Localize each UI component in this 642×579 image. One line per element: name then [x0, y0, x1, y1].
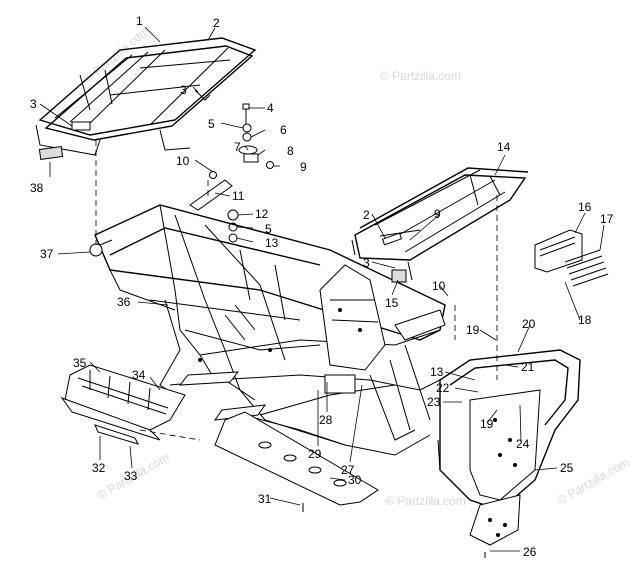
callout-15: 15 [385, 296, 399, 310]
callout-21: 21 [521, 360, 535, 374]
callout-12: 12 [255, 207, 269, 221]
watermark-bottom-center: © Partzilla.com [385, 494, 466, 508]
callout-2b: 2 [363, 208, 370, 222]
callout-7: 7 [234, 140, 241, 154]
callout-2: 2 [213, 16, 220, 30]
callout-24: 24 [516, 437, 530, 451]
callout-9: 9 [300, 160, 307, 174]
callout-10b: 10 [432, 279, 446, 293]
footrest [60, 364, 186, 445]
main-frame [89, 204, 446, 456]
callout-13: 13 [265, 236, 279, 250]
callout-4: 4 [267, 101, 274, 115]
skid-plate [214, 411, 379, 512]
hardware-stack [189, 103, 274, 243]
callout-38: 38 [30, 181, 44, 195]
callout-30: 30 [348, 473, 362, 487]
callout-17: 17 [600, 212, 614, 226]
callout-26: 26 [523, 545, 537, 559]
callout-20: 20 [522, 317, 536, 331]
callout-25: 25 [560, 461, 574, 475]
callout-32: 32 [92, 461, 106, 475]
callout-33: 33 [124, 469, 138, 483]
callout-27: 27 [341, 463, 355, 477]
callout-36: 36 [117, 295, 131, 309]
dashed-guide-4 [139, 429, 201, 441]
tail-light [534, 229, 609, 287]
callout-23: 23 [427, 395, 441, 409]
callout-16: 16 [578, 200, 592, 214]
callout-29: 29 [308, 447, 322, 461]
callout-35: 35 [73, 356, 87, 370]
callout-9b: 9 [434, 207, 441, 221]
watermark-top-left: © Partzilla.com [81, 24, 152, 87]
callout-14: 14 [497, 140, 511, 154]
leader-lines [39, 26, 605, 552]
callout-28: 28 [319, 413, 333, 427]
callout-10: 10 [176, 154, 190, 168]
callout-3b: 3 [180, 83, 187, 97]
callout-3c: 3 [363, 256, 370, 270]
callout-5b: 5 [265, 222, 272, 236]
callout-11: 11 [232, 189, 245, 203]
callout-18: 18 [578, 313, 592, 327]
callout-13b: 13 [430, 365, 444, 379]
callout-31: 31 [258, 492, 272, 506]
rear-rack [351, 167, 529, 283]
callout-5: 5 [208, 117, 215, 131]
front-bumper [437, 349, 581, 558]
callout-1: 1 [136, 14, 143, 28]
callout-22: 22 [436, 381, 450, 395]
callout-6: 6 [280, 123, 287, 137]
watermark-top-right: © Partzilla.com [380, 69, 461, 83]
callout-8: 8 [287, 144, 294, 158]
callout-3: 3 [30, 97, 37, 111]
callout-34: 34 [132, 368, 146, 382]
front-rack [35, 37, 257, 161]
callout-19b: 19 [480, 417, 494, 431]
callout-37: 37 [40, 247, 54, 261]
callout-19: 19 [466, 323, 480, 337]
rack-pad-38 [38, 145, 64, 161]
